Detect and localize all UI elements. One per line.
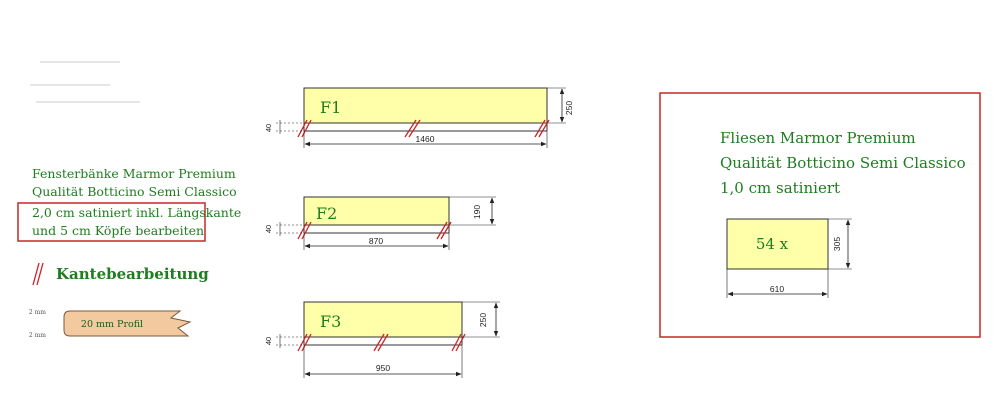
left-spec: Fensterbänke Marmor Premium Qualität Bot… bbox=[17, 166, 241, 242]
panel-f2-label: F2 bbox=[316, 204, 337, 223]
tiles-line2: Qualität Botticino Semi Classico bbox=[720, 154, 966, 172]
edge-legend-title: Kantebearbeitung bbox=[56, 265, 209, 283]
tile-height: 305 bbox=[832, 237, 842, 251]
panel-f1-edge-marks bbox=[297, 119, 550, 138]
panel-f2-width: 870 bbox=[369, 236, 383, 246]
left-spec-line4: und 5 cm Köpfe bearbeiten bbox=[32, 223, 204, 238]
profile-dim-top: 2 mm bbox=[29, 309, 46, 316]
panel-f3: F3 250 40 950 bbox=[264, 301, 500, 378]
left-spec-line2: Qualität Botticino Semi Classico bbox=[32, 184, 237, 199]
tiles-line3: 1,0 cm satiniert bbox=[720, 179, 840, 197]
tiles-frame bbox=[659, 92, 981, 338]
edge-legend: Kantebearbeitung bbox=[32, 262, 209, 286]
tile-rect bbox=[726, 218, 829, 270]
panel-f3-edge-height: 40 bbox=[264, 337, 273, 345]
panel-f3-edge-marks bbox=[297, 333, 466, 352]
edge-mark-icon bbox=[32, 262, 44, 286]
profile-illustration: 2 mm 2 mm 20 mm Profil bbox=[29, 309, 192, 339]
panel-f2-rect bbox=[303, 196, 450, 226]
panel-f1-width: 1460 bbox=[416, 134, 435, 144]
panel-f2-edge-height: 40 bbox=[264, 225, 273, 233]
panel-f2-depth: 190 bbox=[472, 205, 482, 219]
left-spec-line3: 2,0 cm satiniert inkl. Längskante bbox=[32, 205, 241, 220]
panel-f1-depth: 250 bbox=[564, 101, 574, 115]
panel-f1: F1 250 40 1460 bbox=[264, 87, 574, 148]
tile-count: 54 x bbox=[756, 235, 789, 253]
tile-width: 610 bbox=[770, 284, 784, 294]
panel-f3-label: F3 bbox=[320, 312, 341, 331]
panel-f1-label: F1 bbox=[320, 98, 341, 117]
left-spec-line1: Fensterbänke Marmor Premium bbox=[32, 166, 236, 181]
profile-label: 20 mm Profil bbox=[81, 319, 143, 330]
profile-dim-bottom: 2 mm bbox=[29, 332, 46, 339]
panel-f1-edge-height: 40 bbox=[264, 124, 273, 132]
panel-f2-edge-marks bbox=[297, 221, 452, 240]
tiles-line1: Fliesen Marmor Premium bbox=[720, 129, 916, 147]
tiles-box: Fliesen Marmor Premium Qualität Botticin… bbox=[659, 92, 981, 338]
profile-shape bbox=[63, 310, 192, 337]
panel-f3-rect bbox=[303, 301, 463, 338]
panel-f3-width: 950 bbox=[376, 363, 390, 373]
left-spec-highlight-frame bbox=[17, 202, 206, 242]
faded-header bbox=[30, 61, 140, 103]
panel-f2: F2 190 40 870 bbox=[264, 196, 496, 250]
panel-f3-depth: 250 bbox=[478, 313, 488, 327]
panel-f1-rect bbox=[303, 87, 548, 124]
